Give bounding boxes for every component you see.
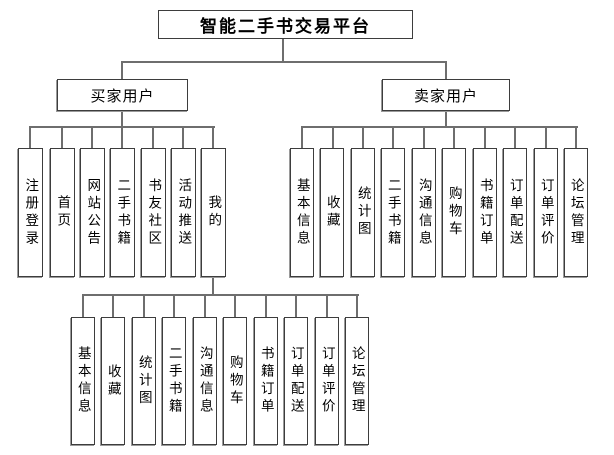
node-label: 基本信息 (294, 177, 310, 248)
node-book-community: 书友社区 (141, 148, 166, 277)
connector-line (362, 126, 364, 148)
my-node-statistics-chart: 统计图 (132, 317, 156, 445)
connector-line (445, 61, 447, 79)
connector-line (112, 294, 114, 317)
my-node-shopping-cart: 购物车 (223, 317, 247, 445)
connector-line (121, 126, 123, 148)
connector-line (265, 294, 267, 317)
connector-line (282, 38, 284, 63)
connector-line (484, 126, 486, 148)
connector-line (302, 126, 578, 128)
connector-line (212, 277, 214, 296)
my-node-forum-management: 论坛管理 (345, 317, 369, 445)
node-label: 统计图 (136, 354, 152, 408)
seller-node-communication-info: 沟通信息 (412, 148, 436, 277)
node-label: 买家用户 (90, 87, 155, 105)
connector-line (83, 294, 359, 296)
connector-line (121, 110, 123, 128)
node-label: 购物车 (227, 354, 243, 408)
connector-line (121, 61, 123, 79)
my-node-book-orders: 书籍订单 (254, 317, 278, 445)
connector-line (143, 294, 145, 317)
seller-node-secondhand-books: 二手书籍 (381, 148, 405, 277)
connector-line (301, 126, 303, 148)
connector-line (82, 294, 84, 317)
node-label: 我的 (206, 195, 222, 230)
node-label: 二手书籍 (115, 177, 131, 248)
connector-line (514, 126, 516, 148)
seller-node-order-delivery: 订单配送 (503, 148, 527, 277)
node-register-login: 注册登录 (18, 148, 43, 277)
node-label: 二手书籍 (166, 346, 182, 416)
node-secondhand-books: 二手书籍 (110, 148, 135, 277)
seller-node-book-orders: 书籍订单 (473, 148, 497, 277)
node-label: 收藏 (105, 363, 121, 399)
connector-line (332, 126, 334, 148)
connector-line (356, 294, 358, 317)
node-label: 书籍订单 (477, 177, 493, 248)
node-site-announcement: 网站公告 (80, 148, 105, 277)
connector-line (295, 294, 297, 317)
my-node-communication-info: 沟通信息 (193, 317, 217, 445)
connector-line (575, 126, 577, 148)
connector-line (326, 294, 328, 317)
connector-line (423, 126, 425, 148)
my-node-secondhand-books: 二手书籍 (162, 317, 186, 445)
node-label: 首页 (55, 195, 71, 230)
connector-line (91, 126, 93, 148)
node-label: 订单配送 (288, 346, 304, 416)
node-label: 智能二手书交易平台 (200, 17, 371, 36)
my-node-basic-info: 基本信息 (71, 317, 95, 445)
node-buyer-user: 买家用户 (57, 79, 188, 111)
node-my: 我的 (201, 148, 226, 277)
connector-line (445, 110, 447, 128)
node-label: 书友社区 (146, 177, 162, 248)
my-node-favorites: 收藏 (101, 317, 125, 445)
node-label: 网站公告 (85, 177, 101, 248)
node-label: 论坛管理 (349, 346, 365, 416)
connector-line (29, 126, 31, 148)
seller-node-favorites: 收藏 (320, 148, 344, 277)
node-activity-push: 活动推送 (171, 148, 196, 277)
connector-line (204, 294, 206, 317)
node-label: 订单配送 (507, 177, 523, 248)
seller-node-statistics-chart: 统计图 (351, 148, 375, 277)
node-label: 论坛管理 (568, 177, 584, 248)
connector-line (173, 294, 175, 317)
seller-node-order-review: 订单评价 (534, 148, 558, 277)
node-label: 沟通信息 (197, 346, 213, 416)
node-seller-user: 卖家用户 (382, 79, 510, 111)
node-label: 活动推送 (176, 177, 192, 248)
my-node-order-delivery: 订单配送 (284, 317, 308, 445)
node-label: 沟通信息 (416, 177, 432, 248)
connector-line (545, 126, 547, 148)
connector-line (453, 126, 455, 148)
node-label: 收藏 (324, 195, 340, 230)
node-label: 书籍订单 (258, 346, 274, 416)
node-label: 基本信息 (75, 346, 91, 416)
node-label: 订单评价 (538, 177, 554, 248)
connector-line (152, 126, 154, 148)
node-label: 注册登录 (23, 177, 39, 248)
connector-line (392, 126, 394, 148)
connector-line (61, 126, 63, 148)
seller-node-forum-management: 论坛管理 (564, 148, 588, 277)
root-node-platform: 智能二手书交易平台 (158, 10, 413, 39)
seller-node-shopping-cart: 购物车 (442, 148, 466, 277)
node-label: 统计图 (355, 186, 371, 239)
connector-line (234, 294, 236, 317)
node-label: 订单评价 (319, 346, 335, 416)
my-node-order-review: 订单评价 (315, 317, 339, 445)
node-home: 首页 (50, 148, 75, 277)
seller-node-basic-info: 基本信息 (290, 148, 314, 277)
node-label: 二手书籍 (385, 177, 401, 248)
node-label: 卖家用户 (413, 87, 478, 105)
connector-line (212, 126, 214, 148)
connector-line (182, 126, 184, 148)
node-label: 购物车 (446, 186, 462, 239)
connector-line (122, 61, 447, 63)
